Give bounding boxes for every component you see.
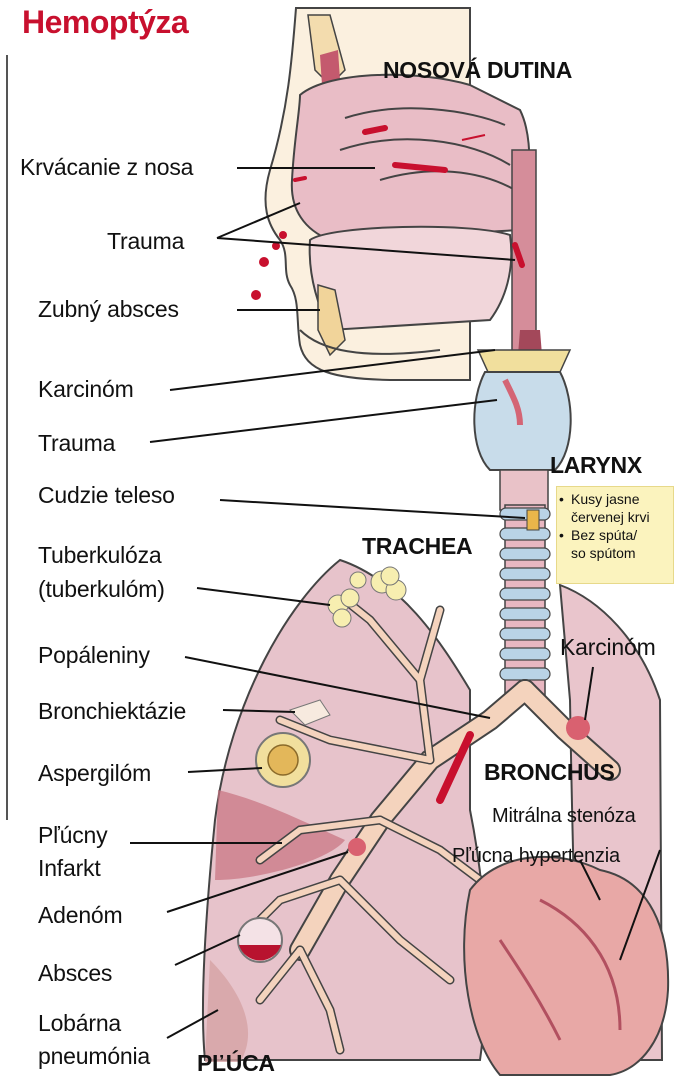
trachea-illustration (500, 505, 550, 695)
cause-pneumonia: pneumónia (38, 1043, 150, 1069)
cause-trauma-larynx: Trauma (38, 430, 115, 456)
label-bronchus: BRONCHUS (484, 759, 615, 786)
label-nasal-cavity: NOSOVÁ DUTINA (383, 57, 572, 84)
note-bullet: • (559, 490, 571, 508)
cause-pulmonary-hypertension: Pľúcna hypertenzia (452, 843, 620, 869)
cause-carcinoma-bronchus: Karcinóm (560, 634, 656, 660)
cause-aspergilloma: Aspergilóm (38, 760, 151, 786)
cause-trauma-nose: Trauma (107, 228, 184, 254)
cause-foreign-body: Cudzie teleso (38, 482, 175, 508)
cause-tuberculosis: Tuberkulóza (38, 542, 162, 568)
cause-dental-abscess: Zubný absces (38, 296, 179, 322)
cause-burns: Popáleniny (38, 642, 150, 668)
cause-mitral-stenosis: Mitrálna stenóza (492, 803, 636, 829)
heart-illustration (464, 857, 668, 1075)
label-larynx: LARYNX (550, 452, 642, 479)
note-line-1: •Kusy jasne (559, 490, 671, 508)
label-lungs: PĽÚCA (197, 1050, 275, 1077)
cause-carcinoma-larynx: Karcinóm (38, 376, 134, 402)
cause-epistaxis: Krvácanie z nosa (20, 154, 193, 180)
note-line-4: so spútom (559, 544, 671, 562)
cause-infarct: Infarkt (38, 855, 101, 881)
cause-abscess: Absces (38, 960, 112, 986)
cause-pulmonary: Pľúcny (38, 822, 107, 848)
cause-bronchiectasis: Bronchiektázie (38, 698, 186, 724)
cause-tuberculoma: (tuberkulóm) (38, 576, 165, 602)
note-line-2: červenej krvi (559, 508, 671, 526)
cause-lobar: Lobárna (38, 1010, 121, 1036)
larynx-note-box: •Kusy jasne červenej krvi •Bez spúta/ so… (556, 486, 674, 584)
note-bullet: • (559, 526, 571, 544)
diagram-title: Hemoptýza (22, 4, 188, 41)
note-line-3: •Bez spúta/ (559, 526, 671, 544)
cause-adenoma: Adenóm (38, 902, 122, 928)
label-trachea: TRACHEA (362, 533, 472, 560)
